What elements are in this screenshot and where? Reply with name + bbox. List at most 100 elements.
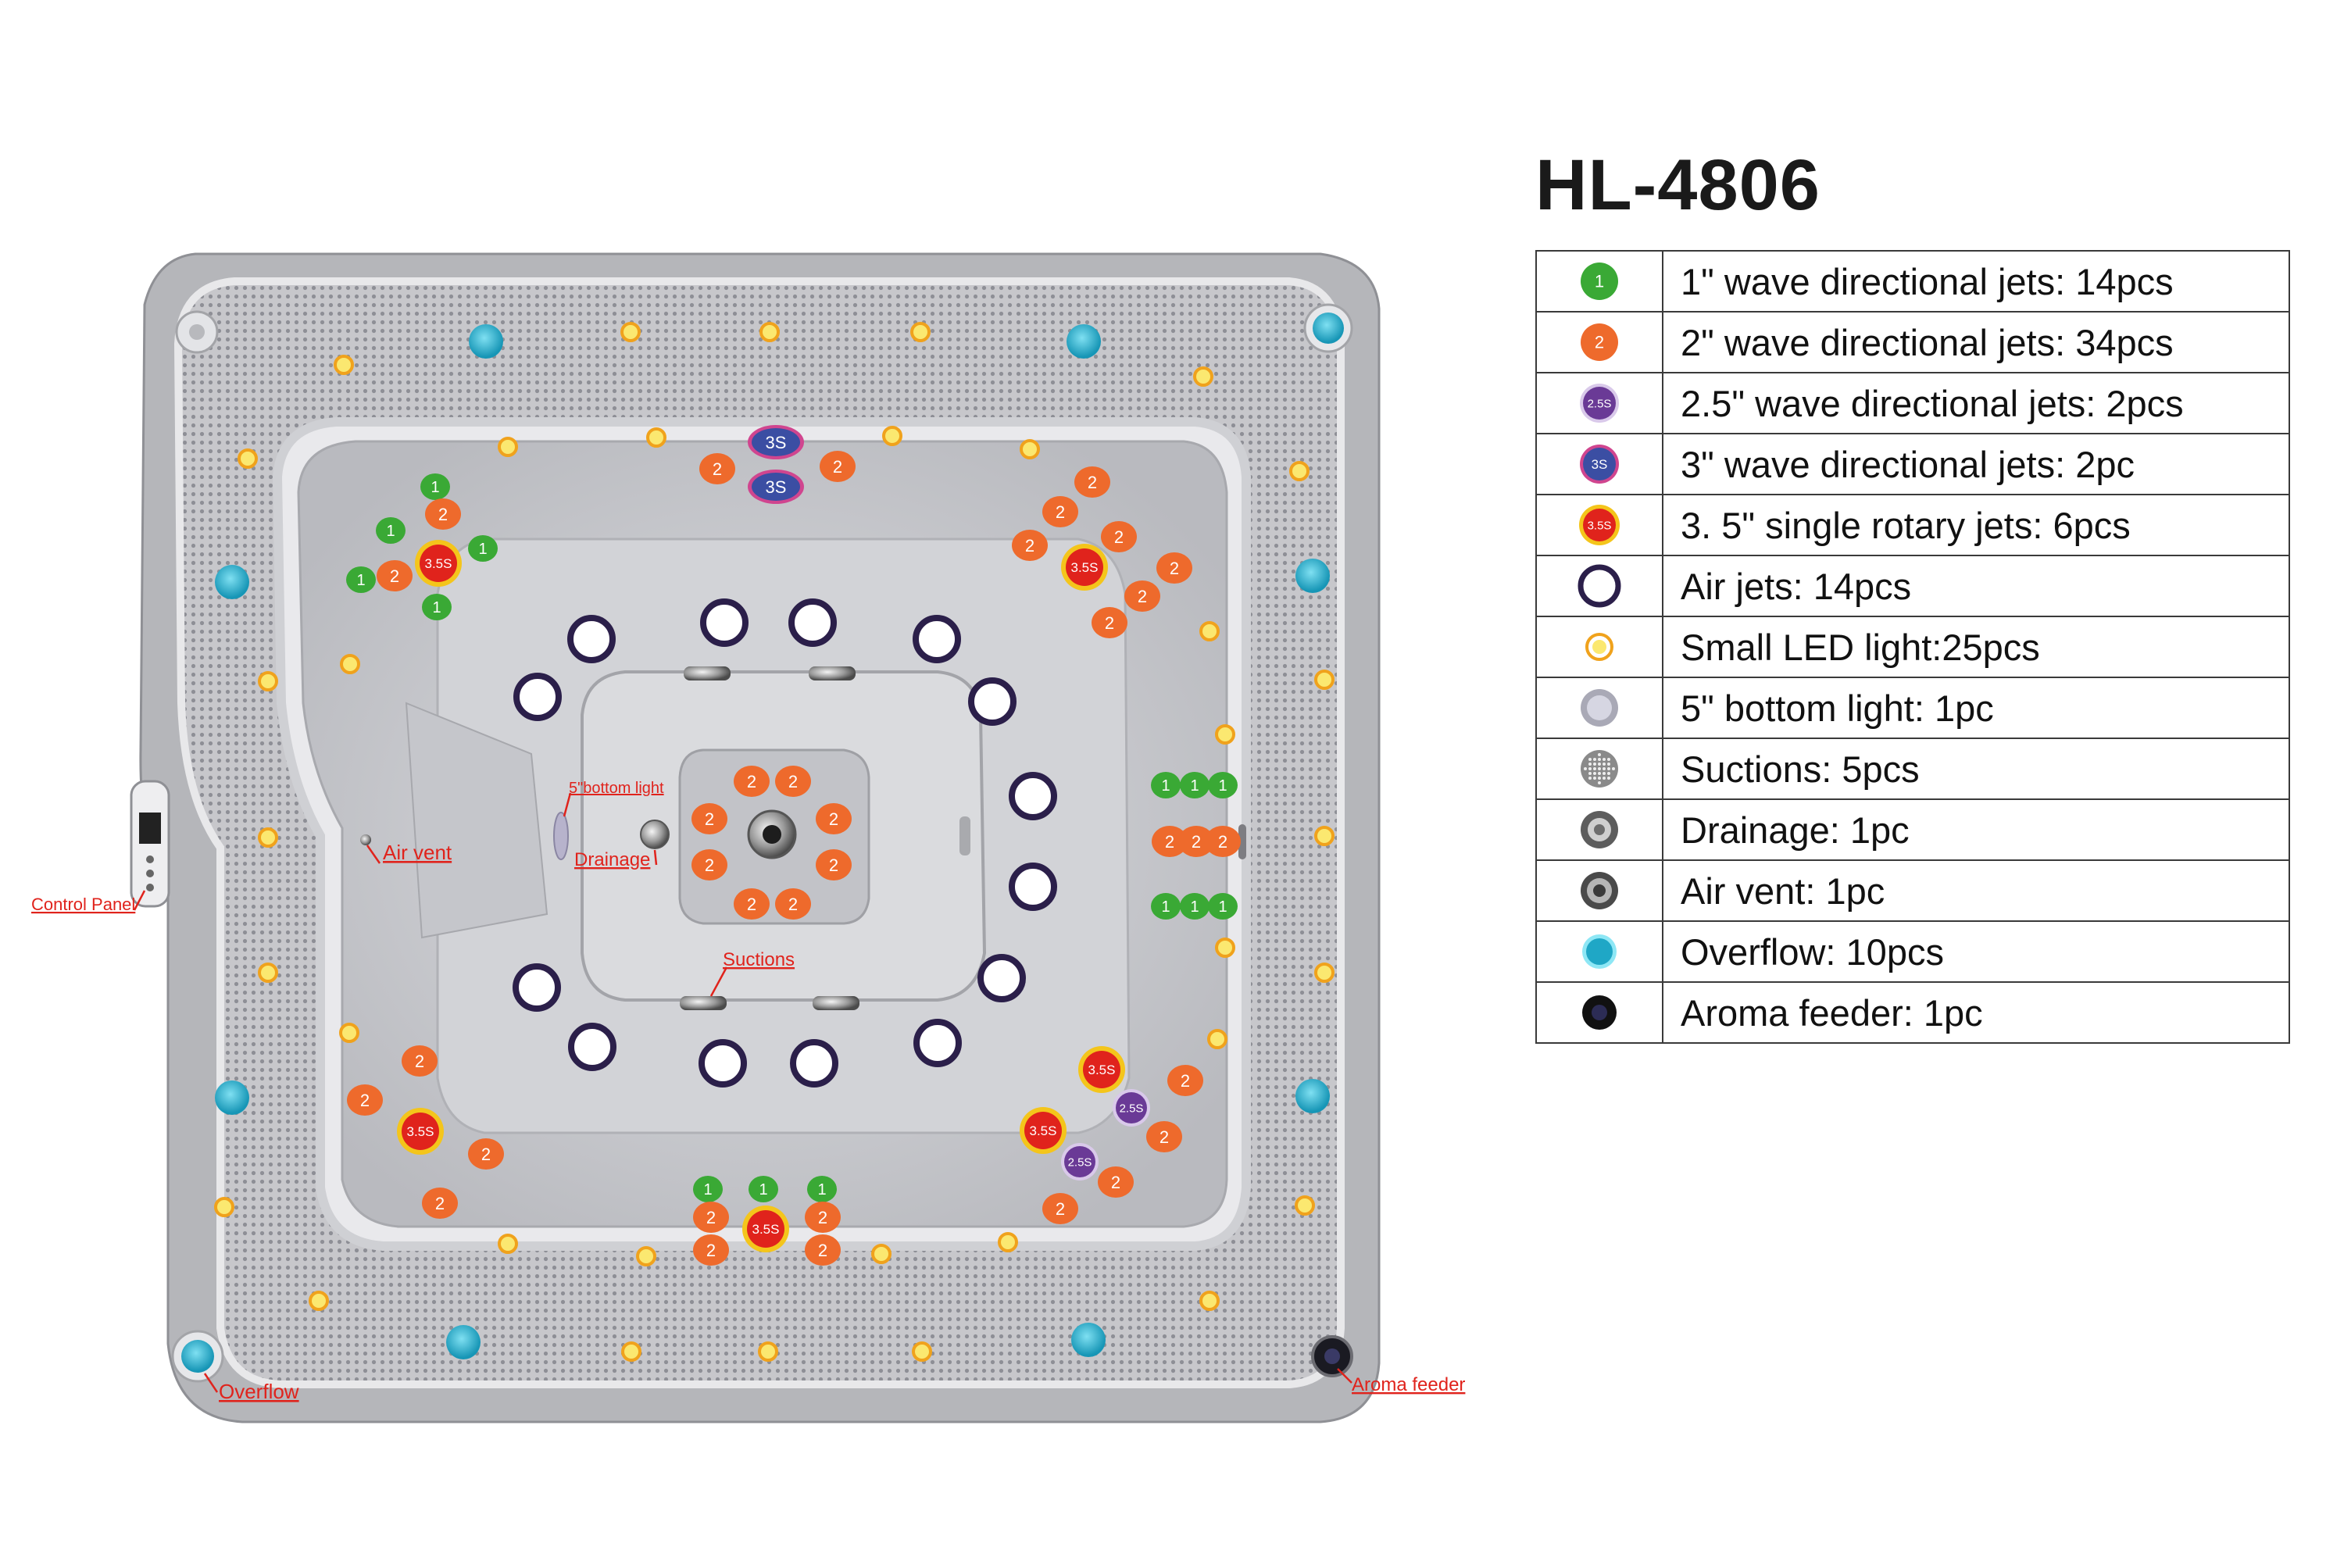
jet-label: 3S xyxy=(766,477,787,497)
air-jet-icon xyxy=(790,1039,838,1088)
orange-jet-icon xyxy=(1012,530,1048,561)
jet-label: 2 xyxy=(1105,613,1114,633)
led-light-icon xyxy=(309,1291,329,1311)
legend-row: Air vent: 1pc xyxy=(1535,859,2290,922)
led-light-icon xyxy=(882,426,902,446)
legend-row: Aroma feeder: 1pc xyxy=(1535,981,2290,1044)
orange-jet-icon xyxy=(377,560,413,591)
jet-label: 1 xyxy=(1161,898,1170,916)
rotary-jet-icon-inner xyxy=(747,1210,784,1248)
jet-label: 3.5S xyxy=(1088,1063,1116,1077)
jet-label: 2 xyxy=(360,1091,370,1110)
jet-label: 2 xyxy=(1138,587,1147,606)
jet-label: 2 xyxy=(415,1052,424,1071)
jet-label: 2 xyxy=(706,1241,716,1260)
green-jet-icon xyxy=(1208,772,1238,798)
corner-fitting-top-left-inner xyxy=(189,324,205,340)
jet-label: 2 xyxy=(1165,832,1174,852)
control-panel-button xyxy=(146,884,154,891)
bottom-light-icon xyxy=(553,812,569,860)
led-light-icon xyxy=(1295,1195,1315,1216)
legend-icon-cell xyxy=(1535,798,1663,861)
legend-icon-cell: 1 xyxy=(1535,250,1663,313)
purple-jet-icon-inner xyxy=(1064,1146,1095,1177)
led-light-icon xyxy=(1215,724,1235,745)
jet-label: 2 xyxy=(788,772,798,791)
led-light-icon xyxy=(238,448,258,469)
led-light-icon xyxy=(258,671,278,691)
orange-jet-icon xyxy=(691,849,727,880)
orange-jet-icon xyxy=(693,1202,729,1233)
blue-jet-icon-inner xyxy=(752,428,800,456)
legend-icon-cell xyxy=(1535,981,1663,1044)
jet-label: 1 xyxy=(1218,777,1227,795)
purple-jet-icon: 2.5S xyxy=(1580,384,1619,423)
orange-jet-icon xyxy=(425,498,461,530)
jet-label: 1 xyxy=(1161,777,1170,795)
aroma-feeder-icon-inner xyxy=(1324,1348,1340,1364)
orange-jet-icon xyxy=(820,451,856,482)
rotary-jet-icon-inner xyxy=(1066,548,1103,586)
led-light-icon xyxy=(646,427,666,448)
rotary-jet-icon: 3.5S xyxy=(1579,505,1620,545)
led-light-icon xyxy=(759,322,780,342)
orange-jet-icon xyxy=(805,1234,841,1266)
air-jet-icon xyxy=(513,673,562,721)
green-jet-icon xyxy=(1180,893,1210,920)
jet-label: 2 xyxy=(747,895,756,914)
jet-label: 2 xyxy=(1192,832,1201,852)
orange-jet-icon xyxy=(734,888,770,920)
led-light-icon xyxy=(1193,366,1213,387)
jet-label: 1 xyxy=(386,523,395,540)
jet-label: 2 xyxy=(390,566,399,586)
orange-jet-icon xyxy=(816,849,852,880)
led-light-icon xyxy=(498,1234,518,1254)
jet-label: 2 xyxy=(713,459,722,479)
air-vent-icon xyxy=(1581,872,1618,909)
legend-label: Air vent: 1pc xyxy=(1662,859,2290,922)
bottom-light-icon xyxy=(1581,689,1618,727)
model-title: HL-4806 xyxy=(1535,145,1821,225)
led-light-icon xyxy=(214,1197,234,1217)
overflow-icon xyxy=(446,1325,481,1359)
orange-jet-icon xyxy=(691,803,727,834)
green-jet-icon xyxy=(420,473,450,500)
orange-jet-icon xyxy=(1152,826,1188,857)
drainage-icon xyxy=(640,820,670,849)
jet-label: 2 xyxy=(818,1208,827,1227)
jet-label: 1 xyxy=(1190,777,1199,795)
air-jet-icon xyxy=(568,1023,616,1071)
legend-icon-cell: 2.5S xyxy=(1535,372,1663,434)
side-fitting xyxy=(959,816,970,855)
control-panel-button xyxy=(146,855,154,863)
green-jet-icon xyxy=(346,566,376,593)
suction-icon xyxy=(813,996,859,1010)
svg-text:1: 1 xyxy=(1595,272,1604,291)
led-light-icon xyxy=(1199,621,1220,641)
legend-label: Drainage: 1pc xyxy=(1662,798,2290,861)
jet-label: 2 xyxy=(706,1208,716,1227)
air-jet-icon xyxy=(913,1019,962,1067)
green-jet-icon xyxy=(1151,893,1181,920)
overflow-icon xyxy=(1582,934,1617,969)
led-light-icon xyxy=(910,322,931,342)
orange-jet-icon xyxy=(1098,1166,1134,1198)
legend-label: 2.5" wave directional jets: 2pcs xyxy=(1662,372,2290,434)
legend-label: 1" wave directional jets: 14pcs xyxy=(1662,250,2290,313)
air-jet-icon xyxy=(513,963,561,1012)
orange-jet-icon xyxy=(816,803,852,834)
legend-row: 1 1" wave directional jets: 14pcs xyxy=(1535,250,2290,313)
led-light-icon xyxy=(620,322,641,342)
aroma-feeder-icon xyxy=(1582,995,1617,1030)
jet-label: 2 xyxy=(829,855,838,875)
spa-lounger xyxy=(405,702,548,939)
jet-label: 2 xyxy=(1056,502,1065,522)
led-light-icon xyxy=(340,654,360,674)
air-jet-icon xyxy=(1009,772,1057,820)
overflow-icon xyxy=(181,1340,214,1373)
orange-jet-icon xyxy=(422,1188,458,1219)
orange-jet-icon xyxy=(1156,552,1192,584)
